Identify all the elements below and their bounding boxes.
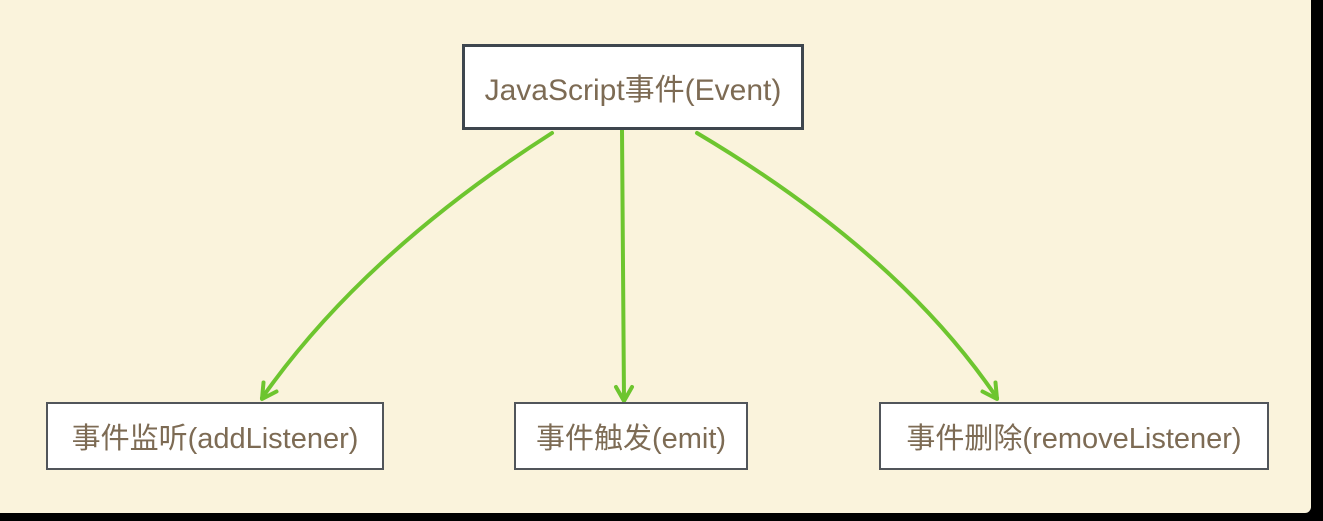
diagram-canvas: JavaScript事件(Event) 事件监听(addListener) 事件…	[0, 0, 1311, 513]
node-remove-listener: 事件删除(removeListener)	[879, 402, 1269, 470]
edge-root-to-add-listener	[260, 131, 554, 401]
arrowhead-left-icon	[260, 380, 279, 401]
node-add-listener: 事件监听(addListener)	[46, 402, 384, 470]
edge-root-to-emit	[614, 128, 634, 403]
arrowhead-right-icon	[980, 380, 999, 401]
arrowhead-middle-icon	[614, 385, 634, 403]
node-javascript-event: JavaScript事件(Event)	[462, 44, 804, 130]
node-emit: 事件触发(emit)	[514, 402, 748, 470]
edge-root-to-remove-listener	[695, 131, 999, 401]
